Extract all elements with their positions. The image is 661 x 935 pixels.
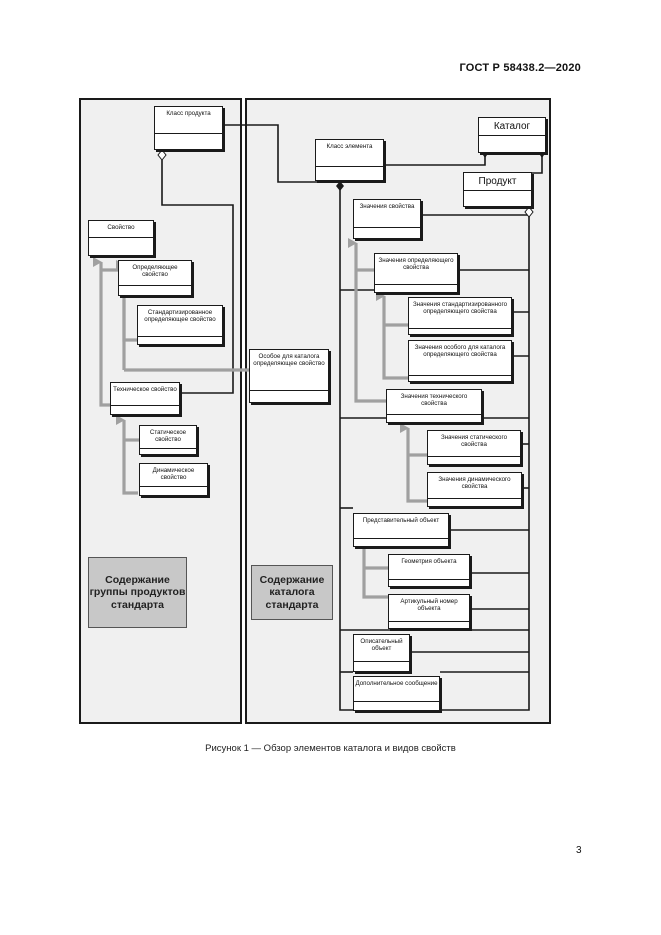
property-values-box: Значения свойства [353,199,421,239]
technical-property-box: Техническое свойство [110,382,180,415]
page-number: 3 [576,845,582,856]
dynamic-property-values-label: Значения динамического свойства [438,476,511,491]
technical-property-values-box: Значения технического свойства [386,389,482,423]
representative-object-label: Представительный объект [362,517,440,524]
standardized-defining-property-box: Стандартизированное определяющее свойств… [137,305,223,345]
static-property-box: Статическое свойство [139,425,197,455]
property-label: Свойство [107,224,135,231]
representative-object-box: Представительный объект [353,513,449,547]
static-property-values-label: Значения статического свойства [440,434,508,449]
catalog-specific-defining-property-values-label: Значения особого для каталога определяющ… [414,344,506,359]
standardized-defining-property-label: Стандартизированное определяющее свойств… [144,309,216,324]
standardized-defining-property-values-box: Значения стандартизированного определяющ… [408,297,512,335]
technical-property-values-label: Значения технического свойства [400,393,468,408]
defining-property-values-box: Значения определяющего свойства [374,253,458,293]
article-number-label: Артикульный номер объекта [400,598,458,613]
static-property-values-box: Значения статического свойства [427,430,521,465]
product-class-box: Класс продукта [154,106,223,150]
catalog-specific-defining-property-values-box: Значения особого для каталога определяющ… [408,340,512,382]
defining-property-box: Определяющее свойство [118,260,192,296]
element-class-box: Класс элемента [315,139,384,181]
dynamic-property-box: Динамическое свойство [139,463,208,496]
additional-info-box: Дополнительное сообщение [353,676,440,711]
product-class-label: Класс продукта [166,110,211,117]
catalog-box: Каталог [478,117,546,153]
element-class-label: Класс элемента [326,143,373,150]
article-number-box: Артикульный номер объекта [388,594,470,629]
catalog-specific-defining-property-label: Особое для каталога определяющее свойств… [253,353,325,368]
catalog-label: Каталог [493,121,531,132]
technical-property-label: Техническое свойство [113,386,177,393]
product-box: Продукт [463,172,532,207]
object-geometry-label: Геометрия объекта [401,558,457,565]
defining-property-values-label: Значения определяющего свойства [378,257,454,272]
dynamic-property-values-box: Значения динамического свойства [427,472,522,507]
static-property-label: Статическое свойство [149,429,187,444]
figure-caption: Рисунок 1 — Обзор элементов каталога и в… [205,743,456,754]
dynamic-property-label: Динамическое свойство [152,467,195,482]
defining-property-label: Определяющее свойство [132,264,178,279]
descriptive-object-label: Описательный объект [360,638,403,653]
legend-standard-group: Содержание группы продуктов стандарта [88,557,187,628]
object-geometry-box: Геометрия объекта [388,554,470,587]
standardized-defining-property-values-label: Значения стандартизированного определяющ… [412,301,508,316]
property-box: Свойство [88,220,154,256]
product-label: Продукт [478,176,517,187]
property-values-label: Значения свойства [359,203,415,210]
additional-info-label: Дополнительное сообщение [355,680,438,687]
catalog-specific-defining-property-box: Особое для каталога определяющее свойств… [249,349,329,403]
standard-reference: ГОСТ Р 58438.2—2020 [459,62,581,74]
legend-standard-catalog: Содержание каталога стандарта [251,565,333,620]
descriptive-object-box: Описательный объект [353,634,410,672]
